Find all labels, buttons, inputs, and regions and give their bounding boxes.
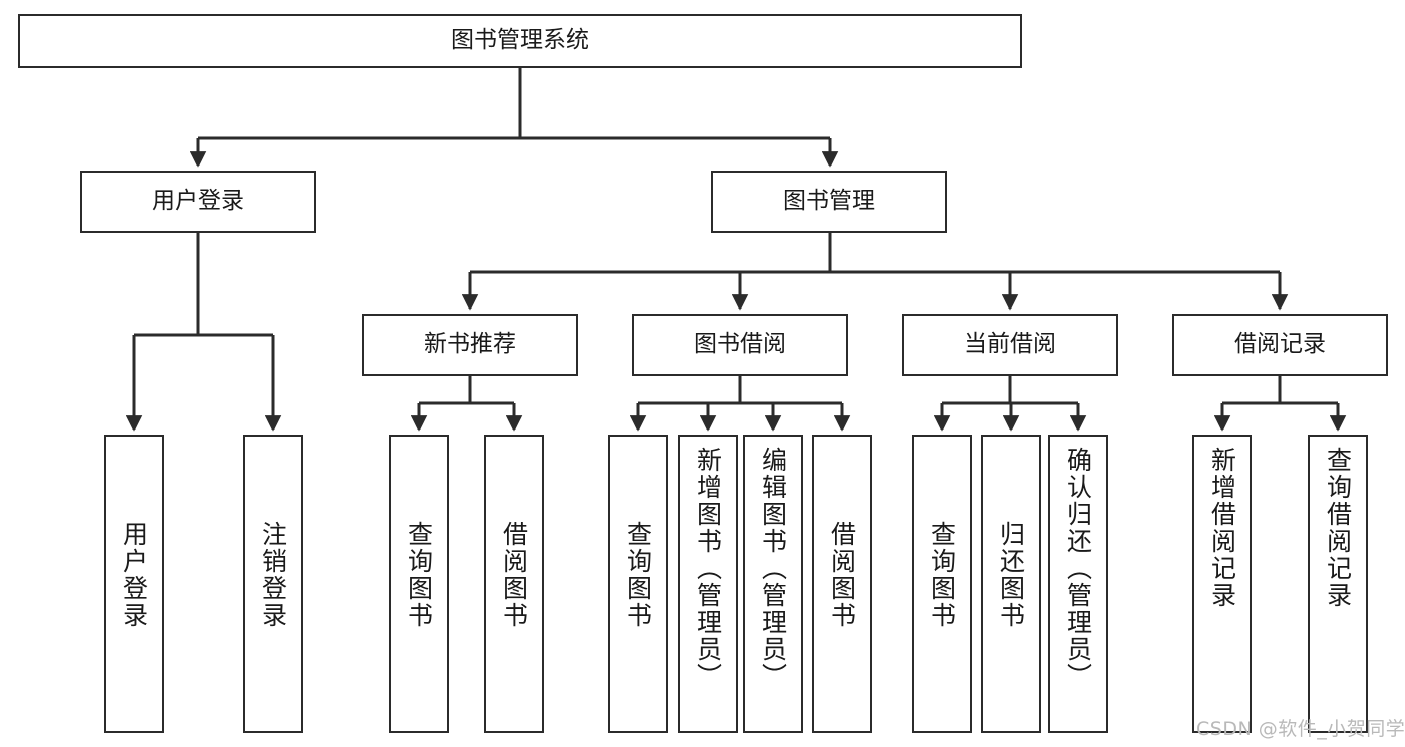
node-leaf-user-login[interactable]: 用户登录 — [104, 435, 164, 733]
node-leaf-borrow-book-2[interactable]: 借阅图书 — [812, 435, 872, 733]
node-leaf-query-book-1[interactable]: 查询图书 — [389, 435, 449, 733]
node-borrow-record[interactable]: 借阅记录 — [1172, 314, 1388, 376]
node-leaf-add-book[interactable]: 新增图书（管理员） — [678, 435, 738, 733]
node-root-label: 图书管理系统 — [451, 27, 589, 54]
node-leaf-query-book-3-label: 查询图书 — [927, 521, 957, 629]
node-leaf-return-book-label: 归还图书 — [996, 521, 1026, 629]
node-new-book-rec-label: 新书推荐 — [424, 331, 516, 358]
node-borrow-record-label: 借阅记录 — [1234, 331, 1326, 358]
node-leaf-query-book-3[interactable]: 查询图书 — [912, 435, 972, 733]
node-leaf-return-book[interactable]: 归还图书 — [981, 435, 1041, 733]
node-leaf-query-book-1-label: 查询图书 — [404, 521, 434, 629]
node-root[interactable]: 图书管理系统 — [18, 14, 1022, 68]
node-book-manage-label: 图书管理 — [783, 188, 875, 215]
node-book-manage[interactable]: 图书管理 — [711, 171, 947, 233]
node-leaf-add-record-label: 新增借阅记录 — [1207, 447, 1237, 609]
node-new-book-rec[interactable]: 新书推荐 — [362, 314, 578, 376]
node-leaf-query-book-2[interactable]: 查询图书 — [608, 435, 668, 733]
node-leaf-edit-book-label: 编辑图书（管理员） — [758, 447, 788, 690]
node-leaf-query-record-label: 查询借阅记录 — [1323, 447, 1353, 609]
node-leaf-user-login-label: 用户登录 — [119, 521, 149, 629]
node-current-borrow[interactable]: 当前借阅 — [902, 314, 1118, 376]
csdn-watermark: CSDN @软件_小贺同学 — [1196, 718, 1405, 740]
node-book-borrow-label: 图书借阅 — [694, 331, 786, 358]
node-user-login-label: 用户登录 — [152, 188, 244, 215]
node-leaf-edit-book[interactable]: 编辑图书（管理员） — [743, 435, 803, 733]
node-leaf-add-book-label: 新增图书（管理员） — [693, 447, 723, 690]
node-user-login[interactable]: 用户登录 — [80, 171, 316, 233]
node-leaf-logout[interactable]: 注销登录 — [243, 435, 303, 733]
node-leaf-borrow-book-1-label: 借阅图书 — [499, 521, 529, 629]
node-leaf-logout-label: 注销登录 — [258, 521, 288, 629]
node-book-borrow[interactable]: 图书借阅 — [632, 314, 848, 376]
node-leaf-confirm-return-label: 确认归还（管理员） — [1063, 447, 1093, 690]
node-leaf-borrow-book-1[interactable]: 借阅图书 — [484, 435, 544, 733]
node-leaf-add-record[interactable]: 新增借阅记录 — [1192, 435, 1252, 733]
node-current-borrow-label: 当前借阅 — [964, 331, 1056, 358]
node-leaf-borrow-book-2-label: 借阅图书 — [827, 521, 857, 629]
node-leaf-query-record[interactable]: 查询借阅记录 — [1308, 435, 1368, 733]
node-leaf-confirm-return[interactable]: 确认归还（管理员） — [1048, 435, 1108, 733]
node-leaf-query-book-2-label: 查询图书 — [623, 521, 653, 629]
